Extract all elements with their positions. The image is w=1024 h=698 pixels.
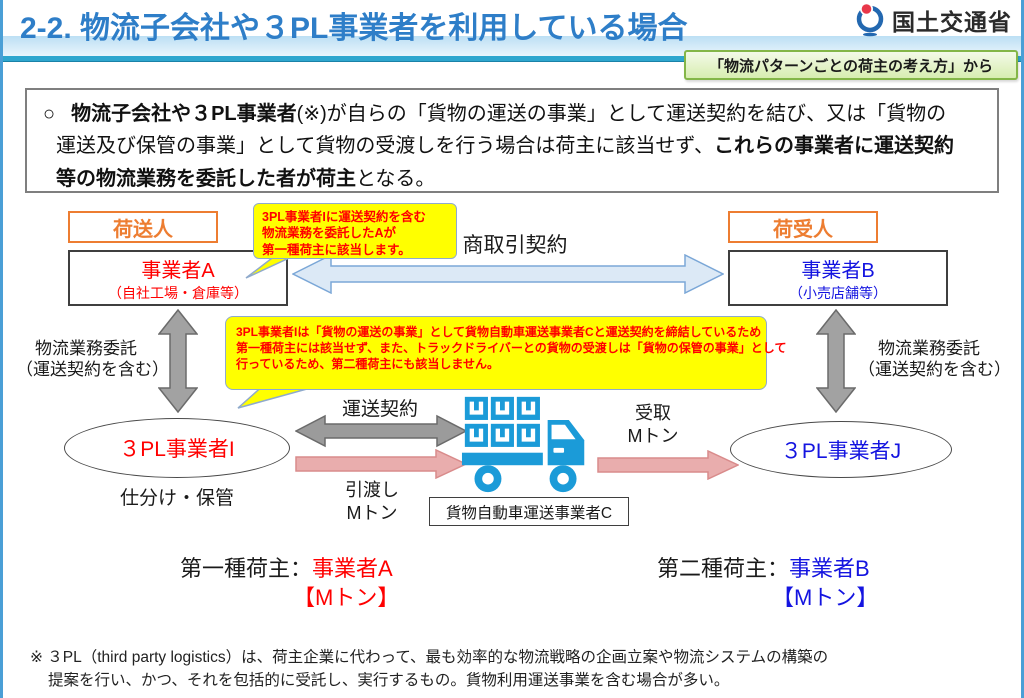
type2-value: 事業者B: [789, 556, 870, 581]
receipt-arrow: [597, 450, 739, 480]
summary-line-1: ○ 物流子会社や３PL事業者(※)が自らの「貨物の運送の事業」として運送契約を結び…: [43, 98, 987, 130]
header-rule: [0, 56, 1024, 62]
3pl-j-name: ３PL事業者J: [780, 439, 902, 463]
company-a-desc: （自社工場・倉庫等）: [108, 284, 248, 301]
callout-3pl-i: 3PL事業者Iは「貨物の運送の事業」として貨物自動車運送事業者Cと運送契約を締結…: [225, 316, 787, 390]
callout-a-line3: 第一種荷主に該当します。: [262, 242, 411, 257]
company-a-box: 事業者A （自社工場・倉庫等）: [68, 250, 288, 306]
handover-arrow: [295, 449, 467, 479]
outsourcing-arrow-left: [158, 309, 198, 413]
handover-line2: Mトン: [346, 502, 398, 523]
receipt-line2: Mトン: [627, 425, 679, 446]
transport-contract-arrow: [295, 414, 467, 448]
carrier-c-box: 貨物自動車運送事業者C: [429, 497, 629, 526]
3pl-i-name: ３PL事業者I: [119, 438, 235, 461]
summary-bold-lead: 物流子会社や３PL事業者: [71, 103, 297, 125]
outsourcing-right-line2: （運送契約を含む）: [858, 360, 1011, 380]
callout-i-line3: 行っているため、第二種荷主にも該当しません。: [236, 357, 500, 372]
callout-company-a: 3PL事業者Iに運送契約を含む 物流業務を委託したAが 第一種荷主に該当します。: [253, 203, 457, 259]
type1-tons: 【Mトン】: [293, 585, 400, 610]
mlit-logo-icon: [856, 3, 884, 37]
callout-i-line2: 第一種荷主には該当せず、また、トラックドライバーとの貨物の受渡しは「貨物の保管の…: [236, 341, 787, 356]
type2-tons: 【Mトン】: [772, 585, 879, 610]
summary-line2-bold: これらの事業者に運送契約: [714, 135, 954, 158]
type2-label: 第二種荷主：: [657, 556, 790, 581]
slide-left-border: [0, 0, 3, 698]
receipt-label: 受取 Mトン: [603, 402, 703, 447]
receipt-line1: 受取: [635, 403, 671, 423]
type1-line: 第一種荷主：事業者A: [180, 551, 393, 583]
outsourcing-left-label: 物流業務委託 （運送契約を含む）: [16, 338, 169, 381]
3pl-i-ellipse: ３PL事業者I: [64, 418, 290, 478]
source-note: 「物流パターンごとの荷主の考え方」から: [684, 50, 1018, 80]
summary-line3-tail: となる。: [356, 167, 436, 190]
commercial-contract-label: 商取引契約: [462, 234, 568, 257]
summary-line-3: 等の物流業務を委託した者が荷主となる。: [43, 163, 987, 195]
handover-label: 引渡し Mトン: [322, 479, 422, 524]
summary-bullet: ○: [43, 103, 56, 125]
transport-contract-label: 運送契約: [341, 399, 418, 420]
type2-line: 第二種荷主：事業者B: [657, 551, 870, 583]
3pl-j-ellipse: ３PL事業者J: [730, 421, 952, 478]
footnote: ※ ３PL（third party logistics）は、荷主企業に代わって、…: [30, 646, 828, 693]
truck-icon: [461, 396, 585, 493]
type1-value: 事業者A: [312, 556, 393, 581]
slide-right-border: [1021, 0, 1024, 698]
handover-line1: 引渡し: [345, 480, 399, 500]
callout-i-line1: 3PL事業者Iは「貨物の運送の事業」として貨物自動車運送事業者Cと運送契約を締結…: [236, 325, 762, 339]
summary-box: ○ 物流子会社や３PL事業者(※)が自らの「貨物の運送の事業」として運送契約を結び…: [25, 88, 999, 193]
footnote-line2: 提案を行い、かつ、それを包括的に受託し、実行するもの。貨物利用運送事業を含む場合…: [48, 672, 730, 690]
outsourcing-right-line1: 物流業務委託: [878, 339, 980, 358]
summary-line3-bold: 等の物流業務を委託した者が荷主: [56, 167, 356, 190]
type1-label: 第一種荷主：: [180, 556, 313, 581]
company-b-box: 事業者B （小売店舗等）: [728, 250, 948, 306]
consignee-tag: 荷受人: [728, 211, 878, 243]
ministry-logo: 国土交通省: [854, 3, 1012, 37]
summary-line-2: 運送及び保管の事業」として貨物の受渡しを行う場合は荷主に該当せず、これらの事業者…: [43, 130, 987, 162]
summary-line2-normal: 運送及び保管の事業」として貨物の受渡しを行う場合は荷主に該当せず、: [56, 135, 714, 158]
shipper-tag: 荷送人: [68, 211, 218, 243]
sorting-storage-label: 仕分け・保管: [119, 488, 234, 509]
outsourcing-left-line2: （運送契約を含む）: [16, 360, 169, 380]
company-b-name: 事業者B: [801, 259, 875, 282]
page-title: 2-2. 物流子会社や３PL事業者を利用している場合: [20, 12, 688, 45]
outsourcing-left-line1: 物流業務委託: [35, 339, 137, 358]
footnote-line1: ※ ３PL（third party logistics）は、荷主企業に代わって、…: [30, 649, 829, 666]
outsourcing-right-label: 物流業務委託 （運送契約を含む）: [858, 338, 1011, 381]
company-b-desc: （小売店舗等）: [789, 284, 887, 301]
company-a-name: 事業者A: [141, 259, 215, 282]
callout-a-line2: 物流業務を委託したAが: [262, 226, 397, 241]
outsourcing-arrow-right: [816, 309, 856, 413]
commercial-contract-arrow: [292, 254, 724, 294]
summary-line1-rest: (※)が自らの「貨物の運送の事業」として運送契約を結び、又は「貨物の: [296, 103, 947, 125]
ministry-name: 国土交通省: [892, 9, 1012, 35]
callout-a-line1: 3PL事業者Iに運送契約を含む: [262, 210, 426, 224]
